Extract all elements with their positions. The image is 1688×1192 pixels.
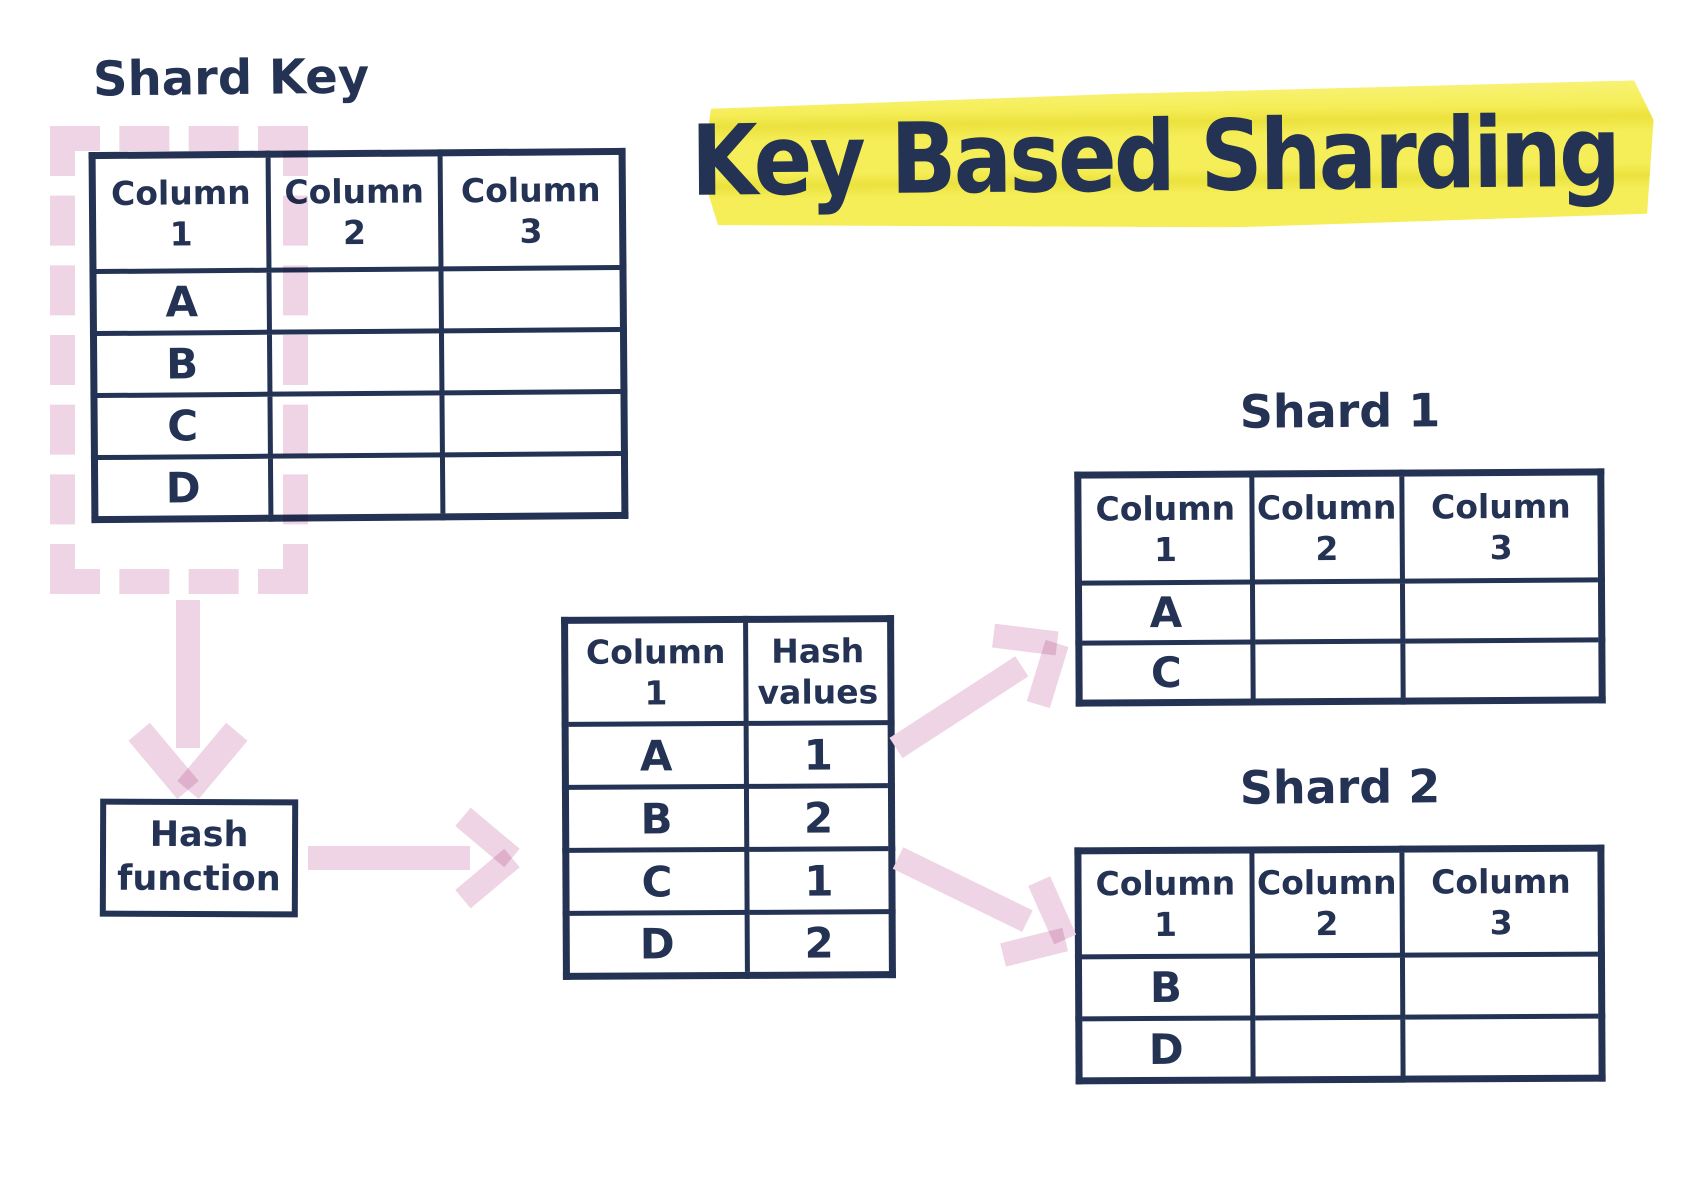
table-cell [1252,1017,1403,1080]
shard-key-column-dashed-outline [50,126,308,594]
table-cell [1252,581,1403,643]
arrow-hash-function-to-hash-table [308,813,512,903]
page-title: Key Based Sharding [690,95,1619,219]
table-row: C [1078,639,1603,704]
table-cell [1252,955,1403,1018]
table-cell: 2 [747,911,893,976]
table-cell [1402,1016,1603,1080]
column-header: Column 3 [439,151,623,269]
table-cell [1402,579,1602,642]
shard2-label: Shard 2 [1239,759,1441,815]
arrow-head-icon [983,868,1085,980]
column-header: Hash values [745,618,892,724]
table-cell [441,391,625,455]
table-cell [1402,954,1602,1018]
table-cell: B [1078,955,1253,1019]
arrow-head-icon [143,720,233,790]
arrow-hash-table-to-shard1 [871,606,1081,786]
table-row: D [1078,1016,1603,1081]
column-header: Column 1 [1077,849,1253,957]
table-cell: B [565,786,747,851]
table-cell: A [1078,582,1253,644]
column-header: Column 2 [1251,473,1403,583]
column-header: Column 3 [1401,471,1602,582]
arrow-head-icon [974,606,1082,720]
column-header: Column 1 [564,619,747,725]
table-cell: A [565,723,747,788]
hash-function-box: Hash function [99,798,299,918]
arrow-head-icon [442,813,512,903]
table-cell [440,267,624,331]
table-cell: 1 [746,722,892,787]
shard-key-label: Shard Key [92,48,370,108]
table-row: A [1078,579,1602,644]
arrow-table-to-hash-function [143,600,233,790]
table-cell [441,329,624,393]
table-cell: D [1078,1017,1253,1081]
arrow-hash-table-to-shard2 [878,818,1085,980]
column-header: Column 3 [1401,848,1602,956]
table-cell: C [565,849,748,914]
column-header: Column 2 [1251,849,1403,956]
table-cell [1252,641,1403,703]
table-row: B [1078,954,1602,1019]
column-header: Column 1 [1077,474,1253,584]
table-cell: D [566,912,748,977]
table-cell: C [1078,642,1253,704]
table-cell: 2 [746,785,892,850]
table-cell [442,453,625,517]
table-cell: 1 [746,848,893,913]
table-cell [1402,639,1603,702]
shard1-label: Shard 1 [1239,383,1441,439]
